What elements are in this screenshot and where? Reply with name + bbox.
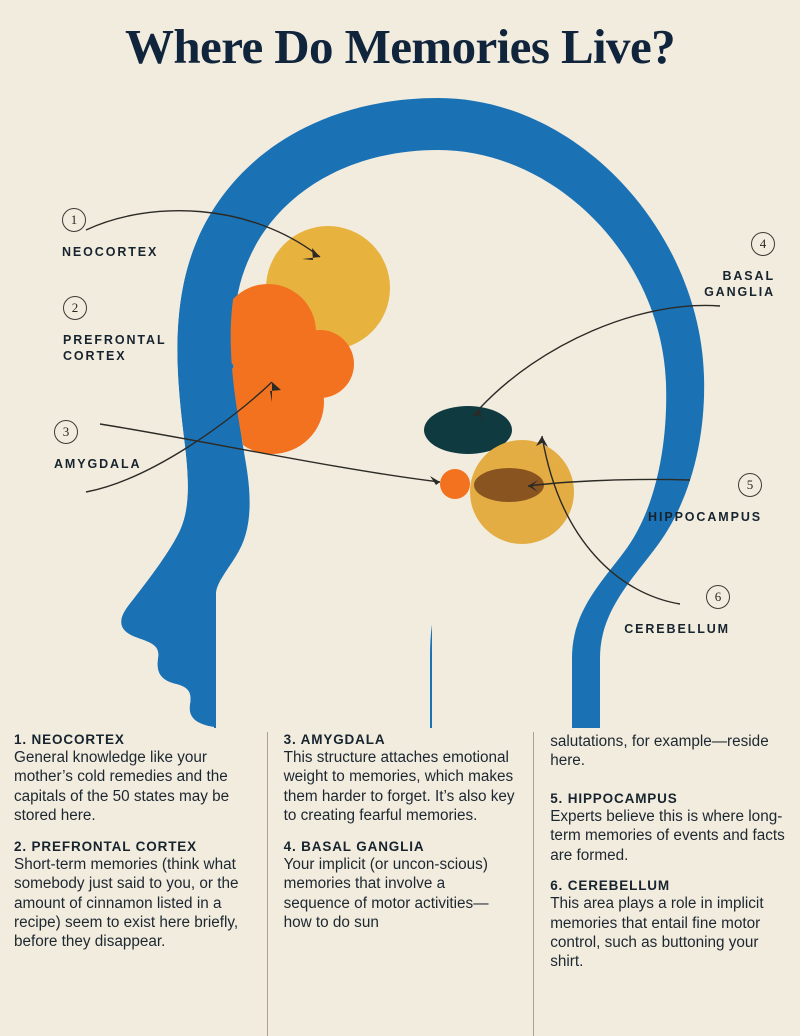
fact-entry-basal-ganglia: 4. BASAL GANGLIA Your implicit (or uncon… bbox=[284, 839, 516, 933]
fact-heading-prefrontal-cortex: 2. PREFRONTAL CORTEX bbox=[14, 838, 198, 854]
fact-continuation-text: salutations, for example—reside here. bbox=[550, 733, 769, 770]
fact-entry-prefrontal-cortex: 2. PREFRONTAL CORTEX Short-term memories… bbox=[14, 839, 249, 952]
callout-number-5: 5 bbox=[738, 473, 762, 497]
callout-hippocampus: 5 HIPPOCAMPUS bbox=[648, 473, 762, 526]
callout-label-prefrontal-cortex: PREFRONTAL CORTEX bbox=[63, 333, 167, 363]
callout-number-2: 2 bbox=[63, 296, 87, 320]
fact-body-neocortex: General knowledge like your mother’s col… bbox=[14, 749, 230, 825]
fact-heading-cerebellum: 6. CEREBELLUM bbox=[550, 878, 670, 894]
callout-basal-ganglia: 4 BASAL GANGLIA bbox=[704, 232, 775, 300]
callout-amygdala: 3 AMYGDALA bbox=[54, 420, 141, 473]
leader-line-cerebellum bbox=[541, 435, 681, 605]
callout-number-1: 1 bbox=[62, 208, 86, 232]
leader-line-amygdala bbox=[99, 423, 441, 483]
callout-label-amygdala: AMYGDALA bbox=[54, 457, 142, 471]
leader-arrowheads bbox=[270, 248, 548, 492]
fact-columns: 1. NEOCORTEX General knowledge like your… bbox=[0, 732, 800, 1036]
fact-heading-amygdala: 3. AMYGDALA bbox=[283, 732, 386, 747]
region-amygdala bbox=[440, 469, 470, 499]
region-basal-ganglia bbox=[424, 406, 512, 454]
fact-heading-neocortex: 1. NEOCORTEX bbox=[14, 732, 125, 747]
region-hippocampus bbox=[474, 468, 544, 502]
fact-body-basal-ganglia: Your implicit (or uncon-scious) memories… bbox=[283, 855, 489, 931]
fact-body-prefrontal-cortex: Short-term memories (think what somebody… bbox=[14, 855, 239, 951]
fact-column-1: 1. NEOCORTEX General knowledge like your… bbox=[0, 732, 267, 1036]
fact-continuation-basal-ganglia: salutations, for example—reside here. bbox=[550, 732, 790, 771]
callout-number-6: 6 bbox=[706, 585, 730, 609]
fact-body-hippocampus: Experts believe this is where long-term … bbox=[550, 807, 785, 864]
fact-entry-neocortex: 1. NEOCORTEX General knowledge like your… bbox=[14, 732, 249, 826]
callout-label-cerebellum: CEREBELLUM bbox=[624, 622, 730, 636]
fact-heading-basal-ganglia: 4. BASAL GANGLIA bbox=[283, 838, 425, 854]
leader-line-prefrontal bbox=[85, 381, 273, 493]
callout-label-hippocampus: HIPPOCAMPUS bbox=[648, 510, 762, 524]
fact-body-amygdala: This structure attaches emotional weight… bbox=[283, 749, 515, 825]
callout-prefrontal-cortex: 2 PREFRONTAL CORTEX bbox=[63, 296, 167, 364]
fact-body-cerebellum: This area plays a role in implicit memor… bbox=[550, 895, 764, 971]
callout-neocortex: 1 NEOCORTEX bbox=[62, 208, 158, 261]
leader-line-basal-ganglia bbox=[479, 304, 721, 409]
callout-number-4: 4 bbox=[751, 232, 775, 256]
leader-line-hippocampus bbox=[527, 478, 691, 487]
fact-entry-hippocampus: 5. HIPPOCAMPUS Experts believe this is w… bbox=[550, 791, 790, 865]
fact-entry-amygdala: 3. AMYGDALA This structure attaches emot… bbox=[284, 732, 516, 826]
callout-label-neocortex: NEOCORTEX bbox=[62, 245, 159, 259]
fact-entry-cerebellum: 6. CEREBELLUM This area plays a role in … bbox=[550, 878, 790, 972]
callout-cerebellum: 6 CEREBELLUM bbox=[624, 585, 730, 638]
fact-heading-hippocampus: 5. HIPPOCAMPUS bbox=[550, 790, 678, 806]
page-title: Where Do Memories Live? bbox=[125, 19, 676, 74]
brain-illustration bbox=[85, 98, 721, 728]
callout-number-3: 3 bbox=[54, 420, 78, 444]
fact-column-3: salutations, for example—reside here. 5.… bbox=[533, 732, 800, 1036]
leader-line-neocortex bbox=[85, 209, 321, 258]
callout-label-basal-ganglia: BASAL GANGLIA bbox=[704, 269, 775, 299]
fact-column-2: 3. AMYGDALA This structure attaches emot… bbox=[266, 732, 534, 1036]
brainstem bbox=[391, 532, 446, 728]
